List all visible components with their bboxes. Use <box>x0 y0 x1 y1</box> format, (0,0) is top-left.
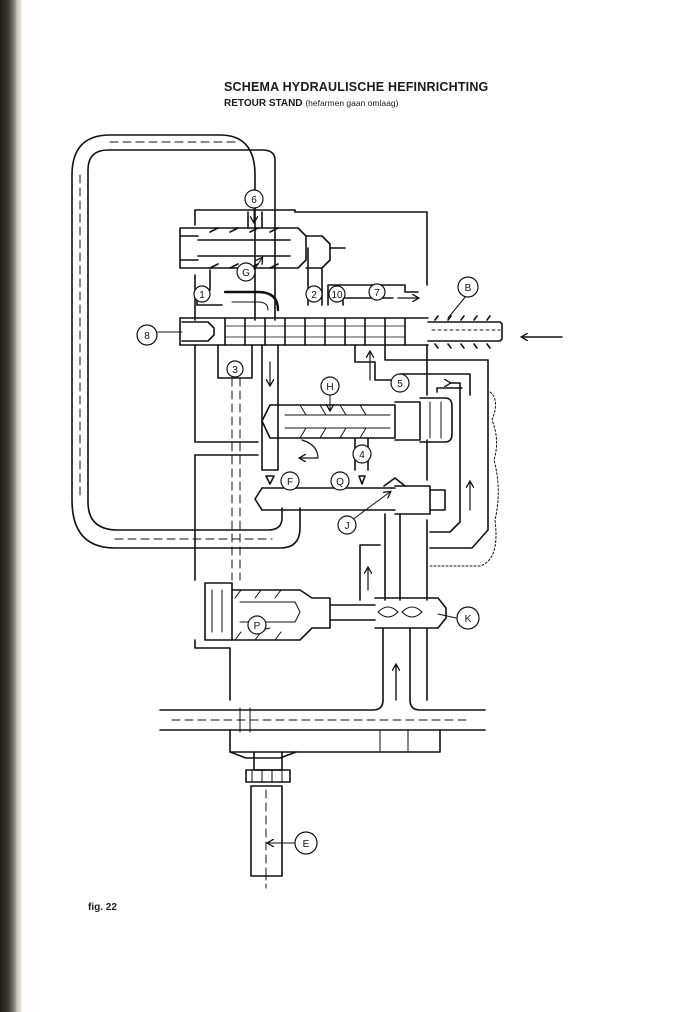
figure-label: fig. 22 <box>88 902 117 913</box>
main-spool <box>179 315 503 349</box>
callout-J: J <box>337 515 357 535</box>
svg-text:B: B <box>465 283 472 294</box>
callout-F: F <box>280 471 300 491</box>
external-return-loop <box>71 134 301 549</box>
valve-body-outline <box>194 209 428 701</box>
callout-1: 1 <box>193 285 211 303</box>
valve-H-assembly <box>261 397 453 471</box>
vertical-passages <box>231 377 470 601</box>
svg-text:4: 4 <box>359 450 365 461</box>
svg-text:F: F <box>287 477 293 488</box>
svg-text:6: 6 <box>251 195 257 206</box>
callout-3: 3 <box>226 360 244 378</box>
port-3-5 <box>217 344 499 567</box>
callout-5: 5 <box>390 373 410 393</box>
callout-10: 10 <box>328 285 346 303</box>
check-valves-F-Q <box>254 439 446 515</box>
callout-8: 8 <box>136 324 158 346</box>
svg-text:2: 2 <box>311 290 317 301</box>
supply-channel <box>159 627 486 759</box>
callout-6: 6 <box>244 189 264 209</box>
callout-7: 7 <box>368 283 386 301</box>
flow-arrows-upper <box>223 290 563 385</box>
svg-text:3: 3 <box>232 365 238 376</box>
book-spine-edge <box>18 0 22 1012</box>
callout-2: 2 <box>305 285 323 303</box>
svg-text:10: 10 <box>331 290 343 301</box>
callout-4: 4 <box>352 444 372 464</box>
diagram-title: SCHEMA HYDRAULISCHE HEFINRICHTING <box>224 80 489 94</box>
callout-G: G <box>236 262 256 282</box>
book-spine-shadow <box>0 0 18 1012</box>
svg-text:7: 7 <box>374 288 380 299</box>
callout-P: P <box>247 615 267 635</box>
svg-text:P: P <box>254 621 261 632</box>
svg-text:E: E <box>303 839 310 850</box>
svg-text:H: H <box>326 382 333 393</box>
callout-K: K <box>456 606 480 630</box>
pump-E <box>245 751 291 891</box>
svg-text:8: 8 <box>144 331 150 342</box>
svg-text:1: 1 <box>199 290 205 301</box>
svg-text:K: K <box>465 614 472 625</box>
svg-text:5: 5 <box>397 379 403 390</box>
subtitle-position: RETOUR STAND <box>224 98 303 109</box>
callout-E: E <box>294 831 318 855</box>
svg-text:G: G <box>242 268 250 279</box>
svg-text:J: J <box>345 521 350 532</box>
subtitle-note: (hefarmen gaan omlaag) <box>305 98 399 108</box>
svg-text:Q: Q <box>336 477 344 488</box>
callouts: 6 G 1 2 10 7 B 8 3 5 H 4 F Q J P K E <box>136 189 480 855</box>
callout-Q: Q <box>330 471 350 491</box>
diagram-subtitle: RETOUR STAND (hefarmen gaan omlaag) <box>224 98 398 109</box>
valve-P-K-assembly <box>204 582 447 641</box>
callout-H: H <box>320 376 340 396</box>
callout-B: B <box>457 276 479 298</box>
